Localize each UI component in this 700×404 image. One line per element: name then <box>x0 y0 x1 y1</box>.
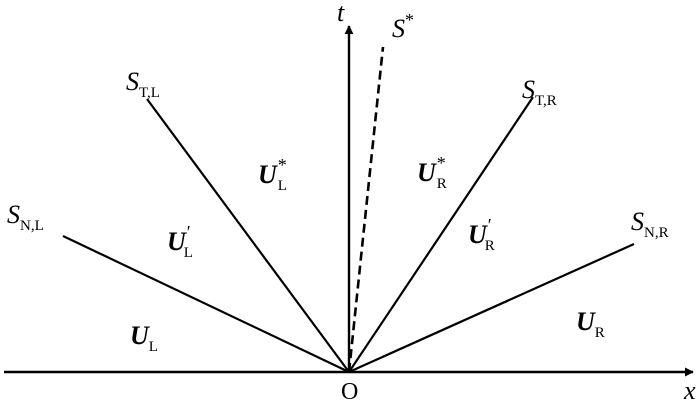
state-right-prime-label: U′R <box>468 215 495 254</box>
left-tangential-wave-line <box>146 98 350 373</box>
contact-wave-line <box>347 46 385 373</box>
origin-label: O <box>341 379 358 404</box>
state-left-label: UL <box>130 321 158 355</box>
left-tangential-wave-label: ST,L <box>126 67 160 101</box>
left-normal-wave-line <box>62 235 350 373</box>
contact-wave-label: S* <box>392 10 414 43</box>
x-axis-label: x <box>683 376 696 404</box>
state-left-star-label: U*L <box>258 155 287 194</box>
state-left-prime-label: U′L <box>167 222 193 261</box>
right-tangential-wave-label: ST,R <box>522 75 557 109</box>
state-right-label: UR <box>576 307 605 341</box>
state-right-star-label: U*R <box>417 153 447 192</box>
left-normal-wave-label: SN,L <box>7 200 44 234</box>
right-normal-wave-label: SN,R <box>631 207 669 241</box>
right-normal-wave-line <box>348 242 635 374</box>
right-tangential-wave-line <box>348 96 534 373</box>
t-axis-label: t <box>337 0 345 27</box>
